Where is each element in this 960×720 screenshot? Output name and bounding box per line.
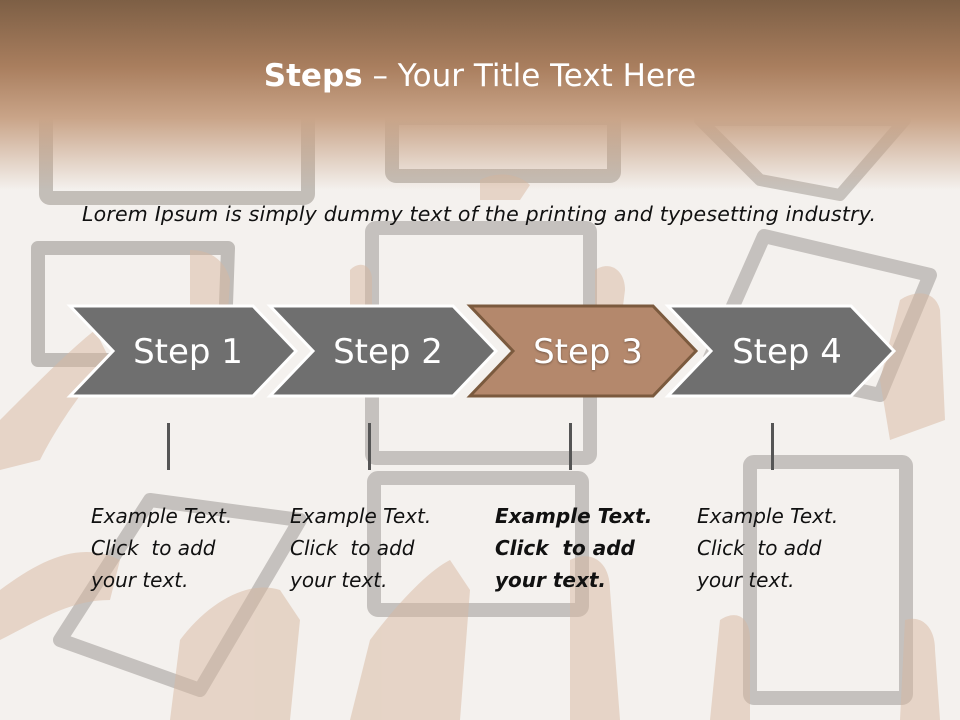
chevron-step-4[interactable] xyxy=(664,304,897,398)
step-3-caption-line: Example Text. xyxy=(495,504,653,528)
step-3-caption-line: your text. xyxy=(495,568,607,592)
step-1-connector xyxy=(167,423,170,470)
step-4-caption-line: your text. xyxy=(697,568,795,592)
step-1-caption-line: Example Text. xyxy=(91,504,233,528)
step-3-caption[interactable]: Example Text. Click to add your text. xyxy=(495,500,665,596)
step-2-caption[interactable]: Example Text. Click to add your text. xyxy=(290,500,460,596)
chevron-step-2[interactable] xyxy=(266,304,499,398)
step-4-connector xyxy=(771,423,774,470)
step-3-caption-line: Click to add xyxy=(495,536,635,560)
step-2-label: Step 2 xyxy=(333,332,443,372)
chevron-step-1[interactable] xyxy=(66,304,299,398)
step-2-caption-line: Click to add xyxy=(290,536,415,560)
chevron-step-3[interactable] xyxy=(466,304,699,398)
step-4-caption[interactable]: Example Text. Click to add your text. xyxy=(697,500,867,596)
step-1-label: Step 1 xyxy=(133,332,243,372)
step-1-caption-line: Click to add xyxy=(91,536,216,560)
step-1-caption[interactable]: Example Text. Click to add your text. xyxy=(91,500,261,596)
slide-title-rest: – Your Title Text Here xyxy=(362,58,697,94)
header-band xyxy=(0,0,960,190)
step-4-caption-line: Example Text. xyxy=(697,504,839,528)
step-2-caption-line: Example Text. xyxy=(290,504,432,528)
slide-title: Steps – Your Title Text Here xyxy=(0,56,960,96)
step-1-caption-line: your text. xyxy=(91,568,189,592)
step-3-connector xyxy=(569,423,572,470)
step-4-caption-line: Click to add xyxy=(697,536,822,560)
step-4-label: Step 4 xyxy=(732,332,842,372)
step-3-label: Step 3 xyxy=(533,332,643,372)
slide-title-strong: Steps xyxy=(263,58,363,94)
step-2-caption-line: your text. xyxy=(290,568,388,592)
step-2-connector xyxy=(368,423,371,470)
intro-paragraph: Lorem Ipsum is simply dummy text of the … xyxy=(82,202,877,226)
